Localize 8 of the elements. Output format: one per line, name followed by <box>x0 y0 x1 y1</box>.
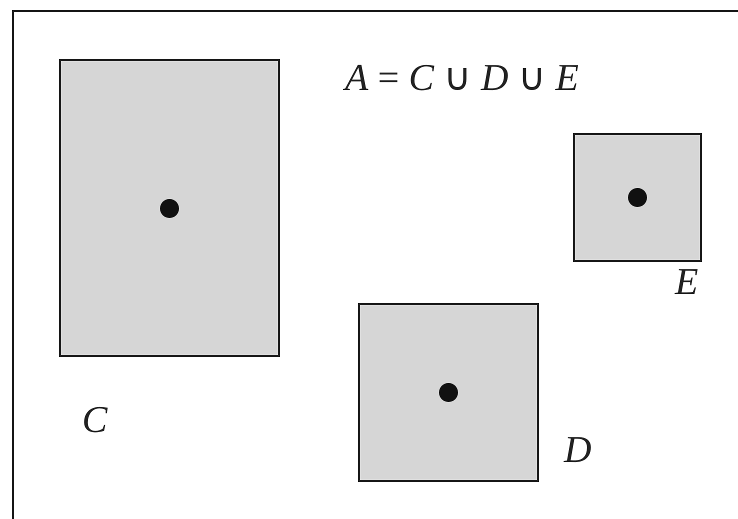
region-label: E <box>675 263 698 301</box>
frame-box <box>12 10 738 519</box>
region-label: C <box>82 401 108 439</box>
formula-text: A = C ∪ D ∪ E <box>345 59 579 97</box>
region-rectangle <box>59 59 280 357</box>
region-rectangle <box>573 133 702 262</box>
region-label: D <box>564 431 592 469</box>
region-rectangle <box>358 303 539 482</box>
